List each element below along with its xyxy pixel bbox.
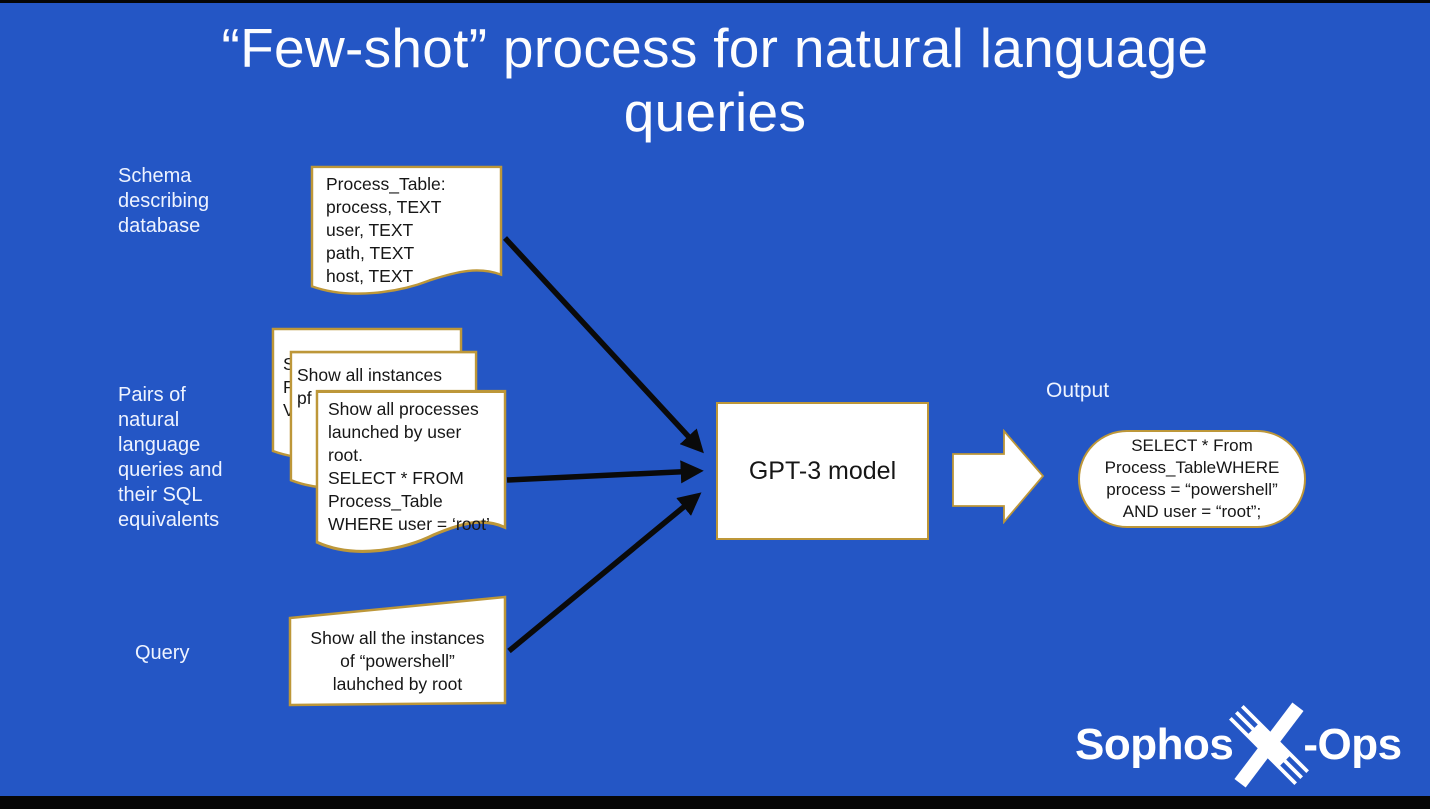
document-outline-icon [315, 389, 507, 553]
schema-label: Schema describing database [118, 165, 210, 237]
block-arrow-icon [952, 429, 1045, 524]
query-document-text: Show all the instances of “powershell” l… [288, 627, 507, 696]
schema-document-shape: Process_Table: process, TEXT user, TEXT … [310, 165, 503, 302]
example-middle-text: Show all instances pf [297, 364, 442, 410]
gpt3-model-label: GPT-3 model [748, 456, 897, 485]
output-label: Output [1046, 379, 1110, 402]
example-line: Process_Table [328, 491, 443, 511]
example-document-front: Show all processes launched by user root… [315, 389, 507, 562]
sophos-wordmark: Sophos [1075, 720, 1234, 769]
query-to-model-arrow [507, 492, 702, 654]
schema-line: Process_Table: [326, 174, 446, 194]
example-front-text: Show all processes launched by user root… [328, 398, 490, 536]
x-stripes-icon [1229, 702, 1310, 788]
example-line: launched by user [328, 422, 462, 442]
schema-to-model-arrow [502, 236, 704, 454]
top-letterbox-bar [0, 0, 1430, 3]
pairs-label: Pairs of natural language queries and th… [118, 384, 223, 531]
example-line: S [283, 354, 295, 374]
output-sql-text: SELECT * From Process_TableWHERE process… [1104, 436, 1280, 521]
examples-to-model-arrow [506, 460, 704, 484]
query-label: Query [135, 642, 190, 664]
schema-document-text: Process_Table: process, TEXT user, TEXT … [326, 173, 446, 288]
example-line: Show all processes [328, 399, 479, 419]
slide-title: “Few-shot” process for natural language … [221, 17, 1209, 144]
example-line: WHERE user = ‘root’ [328, 514, 490, 534]
document-outline-icon [310, 165, 503, 295]
manual-input-outline-icon [288, 595, 507, 707]
schema-line: process, TEXT [326, 197, 442, 217]
bottom-letterbox-bar [0, 796, 1430, 809]
example-line: SELECT * FROM [328, 468, 464, 488]
example-line: Show all instances [297, 365, 442, 385]
query-document-shape: Show all the instances of “powershell” l… [288, 595, 507, 707]
schema-line: host, TEXT [326, 266, 414, 286]
example-line: V [283, 400, 295, 420]
query-line: of “powershell” [340, 651, 455, 671]
example-line: root. [328, 445, 364, 465]
query-line: lauhched by root [332, 674, 463, 694]
ops-wordmark: -Ops [1303, 720, 1402, 769]
sophos-xops-logo: Sophos -Ops [1075, 700, 1402, 790]
example-back-text: S P V [283, 353, 295, 422]
gpt3-model-box: GPT-3 model [716, 402, 929, 540]
query-line: Show all the instances [310, 628, 485, 648]
example-line: P [283, 377, 295, 397]
schema-line: user, TEXT [326, 220, 414, 240]
example-line: pf [297, 388, 312, 408]
schema-line: path, TEXT [326, 243, 415, 263]
output-sql-pill: SELECT * From Process_TableWHERE process… [1078, 430, 1306, 528]
